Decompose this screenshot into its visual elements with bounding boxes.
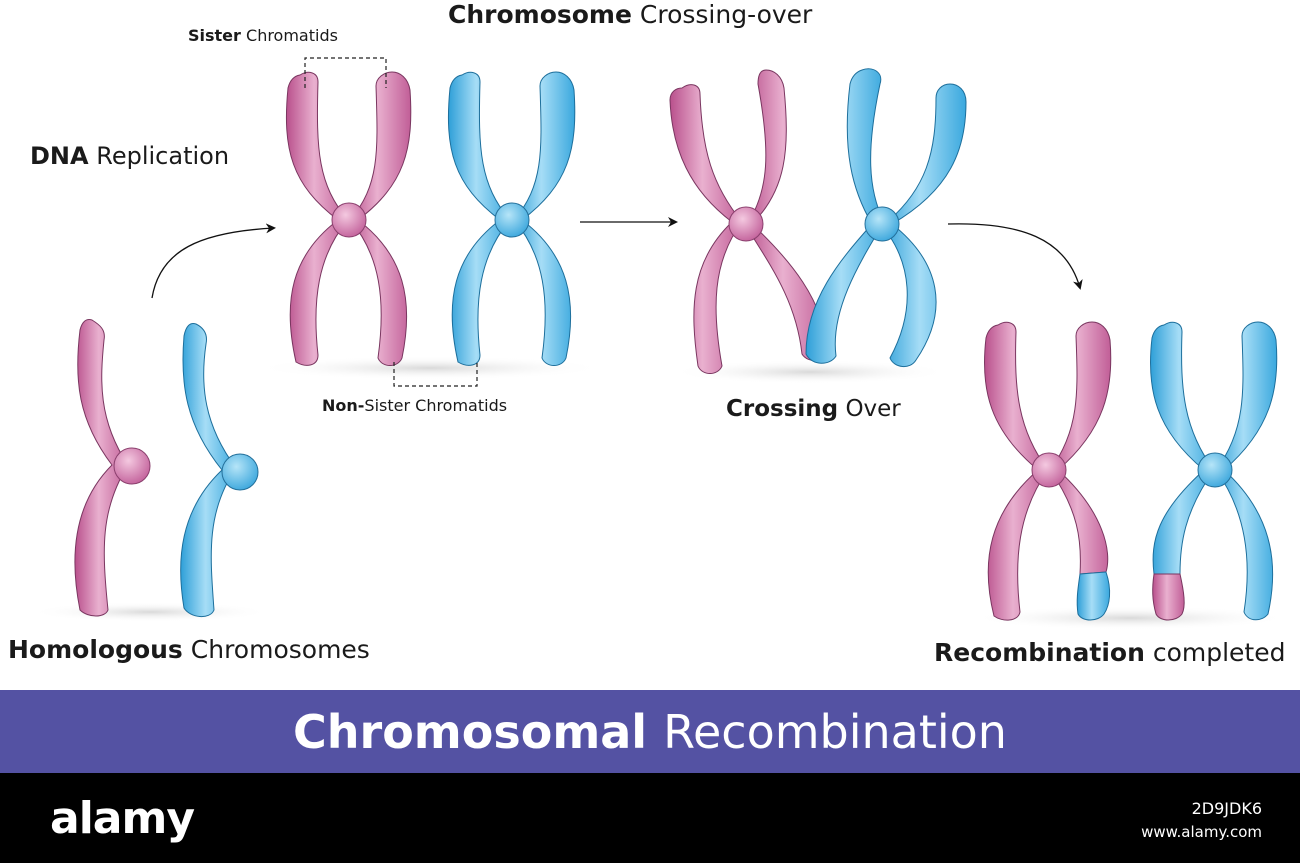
sister-rest: Chromatids bbox=[246, 26, 338, 45]
non-sister-rest: Sister Chromatids bbox=[364, 396, 508, 415]
centromere bbox=[728, 206, 764, 242]
image-id: 2D9JDK6 bbox=[1191, 799, 1262, 818]
title-banner: Chromosomal Recombination bbox=[0, 690, 1300, 773]
homologous-bold: Homologous bbox=[8, 635, 183, 664]
centromere bbox=[113, 447, 151, 485]
non-sister-bold: Non- bbox=[322, 396, 365, 415]
crossing-over-label: Crossing Over bbox=[726, 396, 901, 422]
recombined-pink-chromosome bbox=[983, 321, 1112, 621]
diagram-stage: Chromosome Crossing-over Sister Chromati… bbox=[8, 0, 1290, 667]
banner-bold: Chromosomal bbox=[293, 704, 648, 759]
page-title: Chromosome Crossing-over bbox=[448, 0, 812, 29]
arrow-replication bbox=[151, 223, 276, 299]
watermark-footer: alamy 2D9JDK6 www.alamy.com bbox=[0, 773, 1300, 863]
arrow-recombination bbox=[947, 223, 1083, 290]
crossing-rest: Over bbox=[845, 396, 901, 422]
centromere bbox=[221, 453, 259, 491]
homologous-blue-chromosome bbox=[180, 323, 259, 617]
shadow-crossing bbox=[670, 360, 950, 384]
centromere bbox=[864, 206, 900, 242]
sister-chromatids-label: Sister Chromatids bbox=[188, 26, 338, 45]
sister-bold: Sister bbox=[188, 26, 241, 45]
title-bold: Chromosome bbox=[448, 0, 632, 29]
recombination-rest: completed bbox=[1152, 638, 1286, 667]
sister-chromatids-bracket bbox=[304, 57, 387, 88]
diagram-canvas bbox=[30, 57, 1290, 630]
recombination-bold: Recombination bbox=[934, 638, 1145, 667]
shadow-recombined bbox=[970, 606, 1290, 630]
dna-rest: Replication bbox=[96, 142, 230, 170]
image-url: www.alamy.com bbox=[1141, 823, 1262, 841]
shadow-homologous bbox=[30, 602, 270, 622]
centromere bbox=[331, 202, 367, 238]
dna-bold: DNA bbox=[30, 142, 89, 170]
alamy-logo: alamy bbox=[50, 793, 195, 844]
centromere bbox=[1031, 452, 1067, 488]
replicated-pink-chromosome bbox=[285, 71, 412, 366]
crossing-bold: Crossing bbox=[726, 396, 839, 422]
homologous-chromosomes-label: Homologous Chromosomes bbox=[8, 635, 370, 664]
replicated-blue-chromosome bbox=[447, 71, 576, 366]
non-sister-chromatids-label: Non-Sister Chromatids bbox=[322, 396, 507, 415]
non-sister-chromatids-bracket bbox=[393, 362, 478, 387]
homologous-rest: Chromosomes bbox=[190, 635, 370, 664]
recombined-blue-chromosome bbox=[1149, 321, 1278, 621]
homologous-pink-chromosome bbox=[74, 319, 151, 617]
shadow-replication bbox=[255, 356, 605, 380]
recombination-completed-label: Recombination completed bbox=[934, 638, 1286, 667]
crossing-pink-chromosome bbox=[669, 69, 829, 374]
crossing-blue-chromosome bbox=[805, 68, 967, 367]
centromere bbox=[1197, 452, 1233, 488]
dna-replication-label: DNA Replication bbox=[30, 142, 229, 170]
title-rest: Crossing-over bbox=[639, 0, 813, 29]
centromere bbox=[494, 202, 530, 238]
banner-rest: Recombination bbox=[663, 704, 1007, 759]
